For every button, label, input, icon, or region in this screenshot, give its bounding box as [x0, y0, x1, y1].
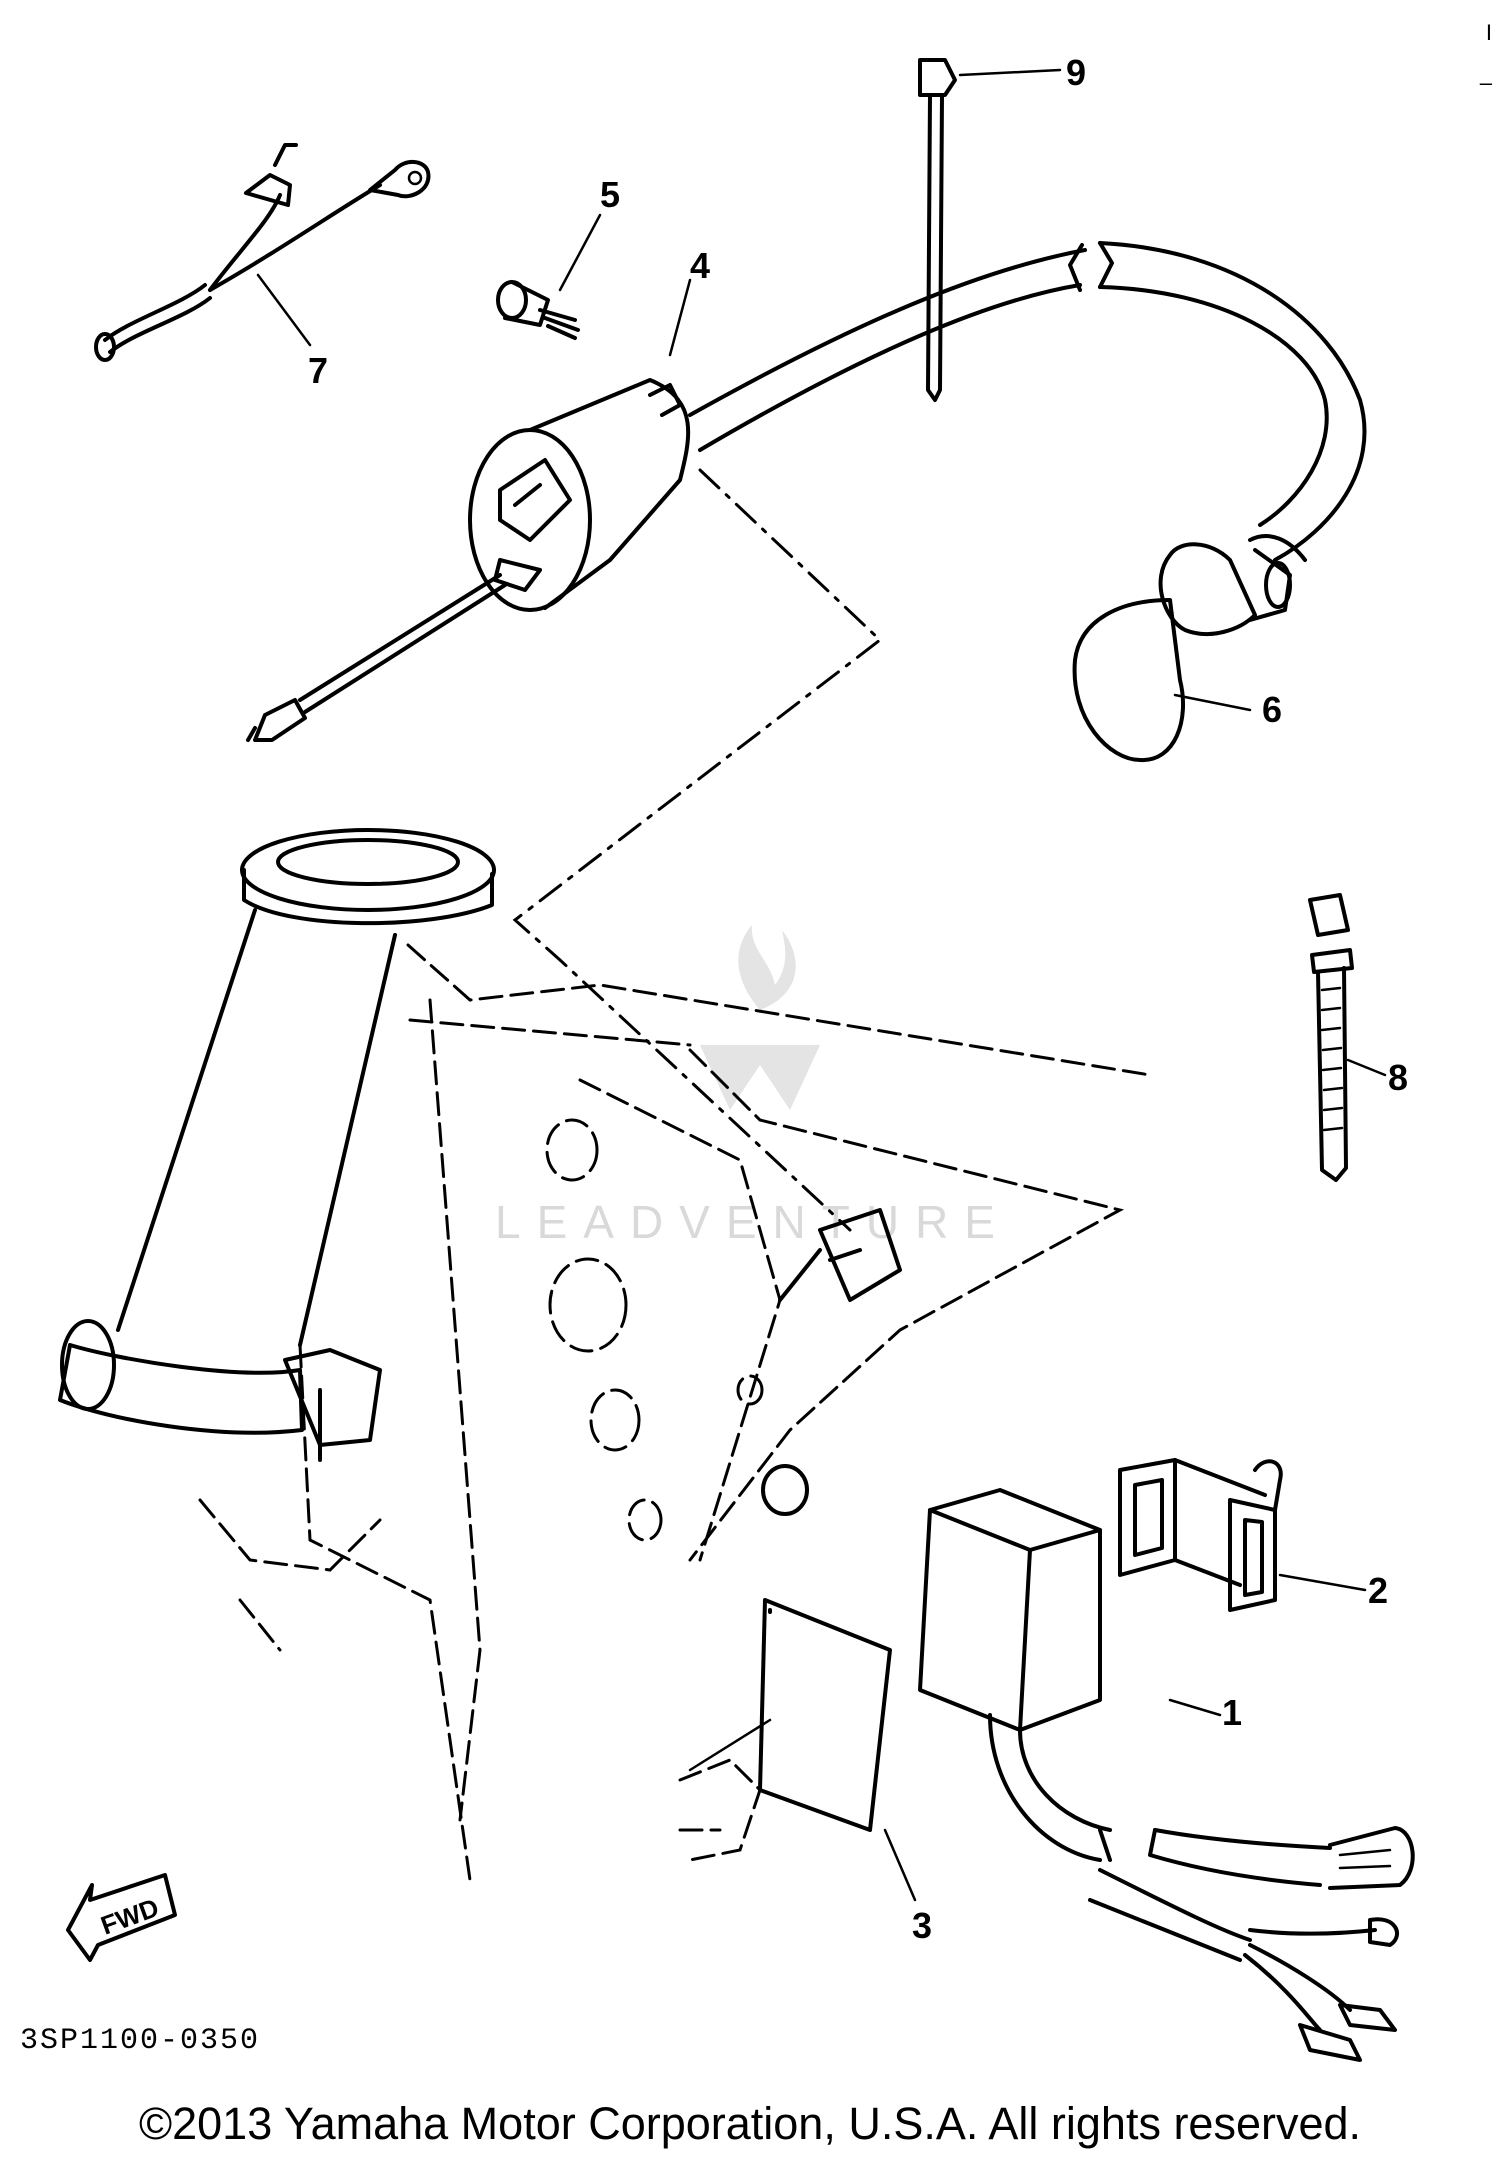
callouts: 1 2 3 4 5 6 7 8 9: [308, 52, 1408, 1946]
cdi-unit-part-1: [918, 1488, 1415, 2062]
leader-lines: [256, 68, 1387, 1902]
drawing-code: 3SP1100-0350: [20, 2024, 261, 2058]
bracket-part-2: [1118, 1458, 1283, 1612]
watermark: LEADVENTURE: [495, 925, 1011, 1248]
lead-wire-part-7: [94, 143, 431, 362]
callout-6: 6: [1262, 689, 1282, 730]
damper-part-3: [758, 1598, 892, 1832]
frame-outline: [58, 828, 1152, 1882]
edge-mark-top: I: [1485, 20, 1492, 45]
callout-2: 2: [1368, 1570, 1388, 1611]
plug-cap-part-6: [1072, 542, 1292, 763]
high-tension-lead: [688, 241, 1367, 562]
assembly-leader: [512, 468, 883, 1232]
edge-mark-bottom: –: [1479, 70, 1492, 95]
callout-8: 8: [1388, 1057, 1408, 1098]
callout-7: 7: [308, 350, 328, 391]
copyright-notice: ©2013 Yamaha Motor Corporation, U.S.A. A…: [138, 2098, 1362, 2149]
ignition-coil-part-4: [246, 378, 691, 742]
band-part-8: [1308, 893, 1354, 1182]
callout-9: 9: [1066, 52, 1086, 93]
band-part-9: [918, 58, 957, 402]
callout-3: 3: [912, 1905, 932, 1946]
watermark-text: LEADVENTURE: [495, 1196, 1011, 1248]
callout-5: 5: [600, 174, 620, 215]
callout-1: 1: [1222, 1692, 1242, 1733]
bolt-part-5: [496, 280, 580, 340]
fwd-arrow-icon: FWD: [66, 1873, 177, 1962]
callout-4: 4: [690, 245, 710, 286]
